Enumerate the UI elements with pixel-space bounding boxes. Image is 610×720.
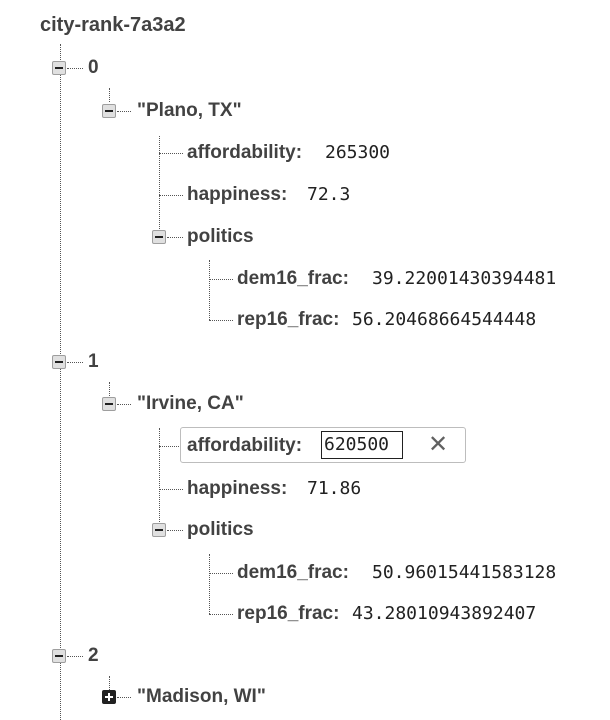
collapse-toggle-icon[interactable] bbox=[52, 355, 66, 369]
tree-connector bbox=[209, 554, 210, 614]
tree-connector bbox=[159, 428, 160, 530]
tree-connector bbox=[109, 382, 110, 396]
collapse-toggle-icon[interactable] bbox=[102, 104, 116, 118]
tree-connector bbox=[67, 68, 83, 69]
rep16-frac-value[interactable]: 56.20468664544448 bbox=[352, 309, 537, 330]
close-icon[interactable]: ✕ bbox=[428, 431, 449, 458]
politics-key[interactable]: politics bbox=[187, 226, 254, 247]
happiness-key[interactable]: happiness: bbox=[187, 184, 288, 205]
collapse-toggle-icon[interactable] bbox=[102, 397, 116, 411]
node-index-1[interactable]: 1 bbox=[88, 351, 99, 372]
city-key[interactable]: "Madison, WI" bbox=[137, 686, 266, 707]
tree-connector bbox=[167, 237, 183, 238]
happiness-value[interactable]: 72.3 bbox=[307, 184, 351, 205]
collapse-toggle-icon[interactable] bbox=[152, 523, 166, 537]
happiness-value[interactable]: 71.86 bbox=[307, 478, 362, 499]
dem16-frac-key[interactable]: dem16_frac: bbox=[237, 268, 349, 289]
database-root-title[interactable]: city-rank-7a3a2 bbox=[40, 14, 186, 36]
rep16-frac-key[interactable]: rep16_frac: bbox=[237, 309, 340, 330]
dem16-frac-value[interactable]: 39.22001430394481 bbox=[372, 268, 557, 289]
tree-connector bbox=[60, 44, 61, 720]
tree-connector bbox=[209, 320, 233, 321]
tree-connector bbox=[117, 111, 131, 112]
affordability-key[interactable]: affordability: bbox=[187, 435, 303, 456]
tree-connector bbox=[117, 404, 131, 405]
tree-connector bbox=[109, 676, 110, 690]
dem16-frac-value[interactable]: 50.96015441583128 bbox=[372, 562, 557, 583]
node-index-2[interactable]: 2 bbox=[88, 645, 99, 666]
happiness-key[interactable]: happiness: bbox=[187, 478, 288, 499]
node-index-0[interactable]: 0 bbox=[88, 57, 99, 78]
collapse-toggle-icon[interactable] bbox=[152, 230, 166, 244]
rep16-frac-key[interactable]: rep16_frac: bbox=[237, 603, 340, 624]
tree-connector bbox=[159, 489, 183, 490]
city-key[interactable]: "Irvine, CA" bbox=[137, 393, 244, 414]
tree-connector bbox=[117, 697, 131, 698]
dem16-frac-key[interactable]: dem16_frac: bbox=[237, 562, 349, 583]
tree-connector bbox=[159, 446, 179, 447]
rep16-frac-value[interactable]: 43.28010943892407 bbox=[352, 603, 537, 624]
collapse-toggle-icon[interactable] bbox=[52, 61, 66, 75]
tree-connector bbox=[209, 614, 233, 615]
collapse-toggle-icon[interactable] bbox=[52, 649, 66, 663]
tree-connector bbox=[209, 573, 233, 574]
tree-connector bbox=[159, 153, 183, 154]
affordability-value-input[interactable]: 620500 bbox=[321, 431, 403, 459]
city-key[interactable]: "Plano, TX" bbox=[137, 100, 242, 121]
politics-key[interactable]: politics bbox=[187, 519, 254, 540]
affordability-key[interactable]: affordability: bbox=[187, 142, 303, 163]
tree-connector bbox=[67, 362, 83, 363]
tree-connector bbox=[109, 88, 110, 102]
tree-connector bbox=[209, 260, 210, 320]
tree-connector bbox=[209, 279, 233, 280]
tree-connector bbox=[67, 656, 83, 657]
affordability-value[interactable]: 265300 bbox=[325, 142, 391, 163]
tree-connector bbox=[159, 195, 183, 196]
tree-connector bbox=[159, 136, 160, 237]
expand-toggle-icon[interactable] bbox=[102, 690, 116, 704]
tree-connector bbox=[167, 530, 183, 531]
